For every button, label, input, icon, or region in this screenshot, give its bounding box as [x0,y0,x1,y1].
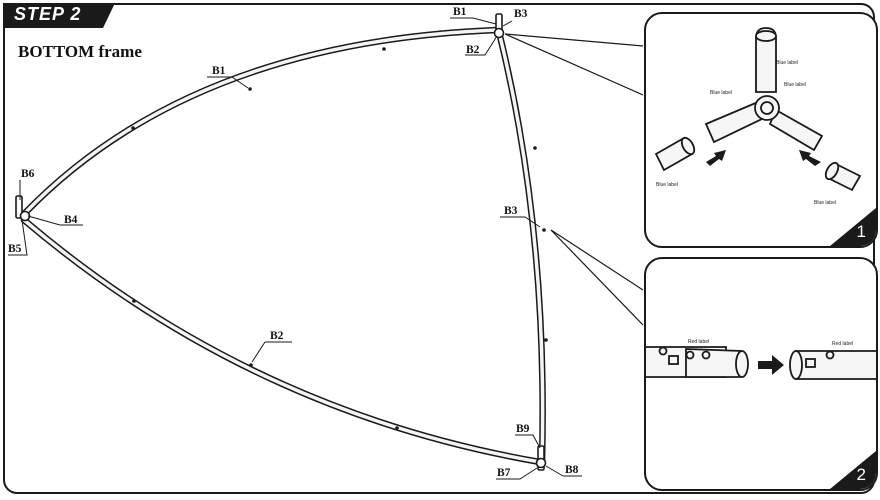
step-tab [3,3,115,28]
label-b3-arc: B3 [504,205,518,217]
bottom-right-corner-connector [535,445,547,471]
pole-b3 [495,28,546,466]
label-b2-arc: B2 [270,330,284,342]
label-b6: B6 [21,168,35,180]
top-right-corner-connector [493,13,505,39]
panel-2-number: 2 [856,465,866,484]
tiny-label-3: Blue label [710,90,732,96]
tiny-label-5: Blue label [814,200,836,206]
pole-joint-detail: Red label Red label [646,339,876,380]
label-b1-top: B1 [453,6,467,18]
tiny-label-4: Blue label [656,182,678,188]
callout-lines-panel-2 [550,229,644,326]
label-b8: B8 [565,464,579,476]
diagram-frame [3,3,875,494]
insert-arrows [706,150,821,166]
panel-2-corner [830,451,876,489]
insert-arrow [758,355,784,375]
step-label: STEP 2 [14,4,82,24]
tiny-label-red-2: Red label [832,341,853,347]
corner-hub-detail: Blue label Blue label Blue label Blue la… [654,27,862,206]
tiny-label-2: Blue label [784,82,806,88]
label-b4: B4 [64,214,78,226]
detail-panel-2: Red label Red label 2 [644,257,878,491]
pole-b1 [20,26,501,218]
tiny-label-1: Blue label [776,60,798,66]
section-title: BOTTOM frame [18,42,142,61]
detail-panel-1: Blue label Blue label Blue label Blue la… [644,12,878,248]
label-b5: B5 [8,243,22,255]
label-b1-arc: B1 [212,65,226,77]
label-b7: B7 [497,467,511,479]
tiny-label-red-1: Red label [688,339,709,345]
pole-b2 [20,216,544,466]
label-b9: B9 [516,423,530,435]
pole-segment-joints [131,47,548,430]
callout-lines-panel-1 [504,33,644,96]
panel-1-number: 1 [856,222,866,241]
label-leaders [8,17,582,480]
panel-1-corner [830,208,876,246]
label-b3-top: B3 [514,8,528,20]
label-b2-top: B2 [466,44,480,56]
